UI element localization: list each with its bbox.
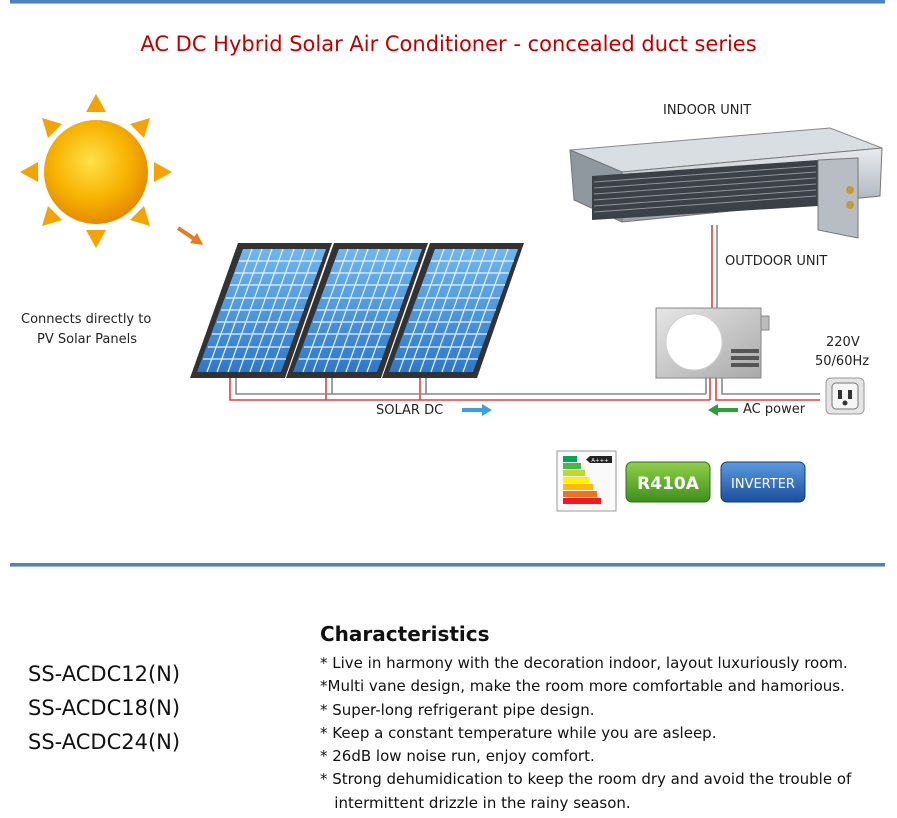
voltage-label: 220V	[826, 335, 860, 350]
outdoor-unit-label: OUTDOOR UNIT	[725, 254, 828, 269]
characteristic-item: intermittent drizzle in the rainy season…	[320, 793, 631, 812]
model-name: SS-ACDC12(N)	[28, 662, 181, 686]
characteristic-item: * Strong dehumidication to keep the room…	[320, 770, 852, 789]
wiring	[229, 225, 820, 401]
characteristic-item: * 26dB low noise run, enjoy comfort.	[320, 747, 595, 766]
ac-power-arrow-icon	[708, 404, 738, 416]
r410a-text: R410A	[637, 474, 700, 494]
top-divider	[10, 0, 885, 4]
characteristic-item: * Live in harmony with the decoration in…	[320, 654, 848, 672]
power-socket-icon	[825, 377, 865, 415]
energy-label-icon: A+++	[556, 450, 617, 512]
characteristics-heading: Characteristics	[320, 622, 490, 646]
indoor-unit	[569, 127, 883, 239]
model-list: SS-ACDC12(N) SS-ACDC18(N) SS-ACDC24(N)	[28, 657, 180, 759]
outdoor-unit	[655, 307, 770, 379]
indoor-unit-label: INDOOR UNIT	[663, 103, 752, 118]
model-name: SS-ACDC24(N)	[28, 730, 181, 754]
solar-panel	[190, 243, 332, 378]
model-name: SS-ACDC18(N)	[28, 696, 181, 720]
pv-note-line2: PV Solar Panels	[37, 332, 137, 347]
sun-icon	[20, 94, 172, 248]
inverter-text: INVERTER	[731, 477, 795, 492]
ac-power-label: AC power	[743, 402, 806, 417]
r410a-badge: R410A	[625, 461, 711, 503]
characteristics-list: * Live in harmony with the decoration in…	[320, 652, 880, 815]
inverter-badge: INVERTER	[720, 461, 806, 503]
characteristic-item: *Multi vane design, make the room more c…	[320, 677, 845, 696]
characteristic-item: * Super-long refrigerant pipe design.	[320, 700, 595, 719]
solar-panel	[382, 243, 524, 378]
frequency-label: 50/60Hz	[815, 354, 870, 369]
middle-divider	[10, 563, 885, 567]
solar-dc-label: SOLAR DC	[376, 403, 444, 418]
system-diagram: A+++ R410A INVERTER	[20, 94, 883, 512]
energy-class-text: A+++	[591, 458, 609, 464]
sun-ray-arrow-icon	[176, 226, 203, 245]
page-title: AC DC Hybrid Solar Air Conditioner - con…	[140, 32, 757, 56]
pv-note-line1: Connects directly to	[21, 312, 152, 327]
solar-panel	[286, 243, 428, 378]
characteristic-item: * Keep a constant temperature while you …	[320, 723, 717, 742]
solar-dc-arrow-icon	[462, 404, 492, 416]
